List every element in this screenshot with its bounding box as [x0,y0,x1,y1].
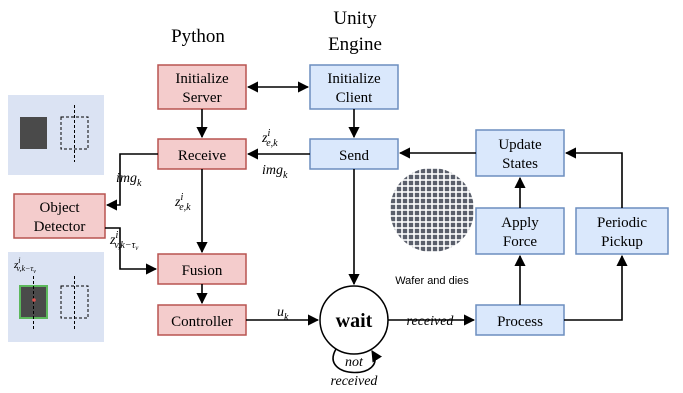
svg-text:Server: Server [182,90,221,106]
svg-text:Detector: Detector [34,219,86,235]
svg-text:States: States [502,156,538,172]
svg-text:Receive: Receive [178,148,227,164]
label-wait-loop-line1: not [345,355,364,370]
unity-header-line2: Engine [328,34,382,55]
receive-block: Receive [157,138,247,170]
edge-pickup-update [564,147,623,208]
svg-text:Periodic: Periodic [597,215,647,231]
wafer-illustration [390,168,474,252]
svg-text:wait: wait [336,310,373,332]
label-controller-wait: uk [277,305,289,323]
svg-text:Process: Process [497,314,543,330]
fusion-block: Fusion [157,253,247,285]
svg-text:Client: Client [336,90,373,106]
svg-text:Controller: Controller [171,314,233,330]
object-detector-block: Object Detector [13,193,106,239]
svg-text:Pickup: Pickup [601,234,643,250]
svg-text:Object: Object [40,200,81,216]
python-header: Python [171,26,225,47]
label-receive-detector: imgk [116,171,142,189]
svg-text:Initialize: Initialize [175,71,229,87]
wait-node: wait [319,285,389,355]
svg-text:Fusion: Fusion [182,263,223,279]
periodic-pickup-block: Periodic Pickup [575,207,669,255]
initialize-client-block: Initialize Client [309,64,399,110]
camera-thumbnail-top [8,95,104,175]
svg-text:Apply: Apply [501,215,539,231]
svg-text:Send: Send [339,148,370,164]
edge-process-pickup [564,254,628,321]
apply-force-block: Apply Force [475,207,565,255]
send-block: Send [309,138,399,170]
update-states-block: Update States [475,129,565,177]
label-send-receive-bottom: imgk [262,163,288,181]
process-block: Process [475,304,565,336]
label-wait-loop-line2: received [331,374,379,389]
edge-receive-detector [105,153,158,211]
controller-block: Controller [157,304,247,336]
unity-header-line1: Unity [333,8,377,29]
svg-text:Initialize: Initialize [327,71,381,87]
label-wait-process: received [407,314,455,329]
initialize-server-block: Initialize Server [157,64,247,110]
edge-wait-loop [332,348,383,374]
edge-detector-fusion [105,227,158,275]
svg-text:Update: Update [498,137,542,153]
svg-text:Force: Force [503,234,537,250]
wafer-caption: Wafer and dies [395,275,469,287]
